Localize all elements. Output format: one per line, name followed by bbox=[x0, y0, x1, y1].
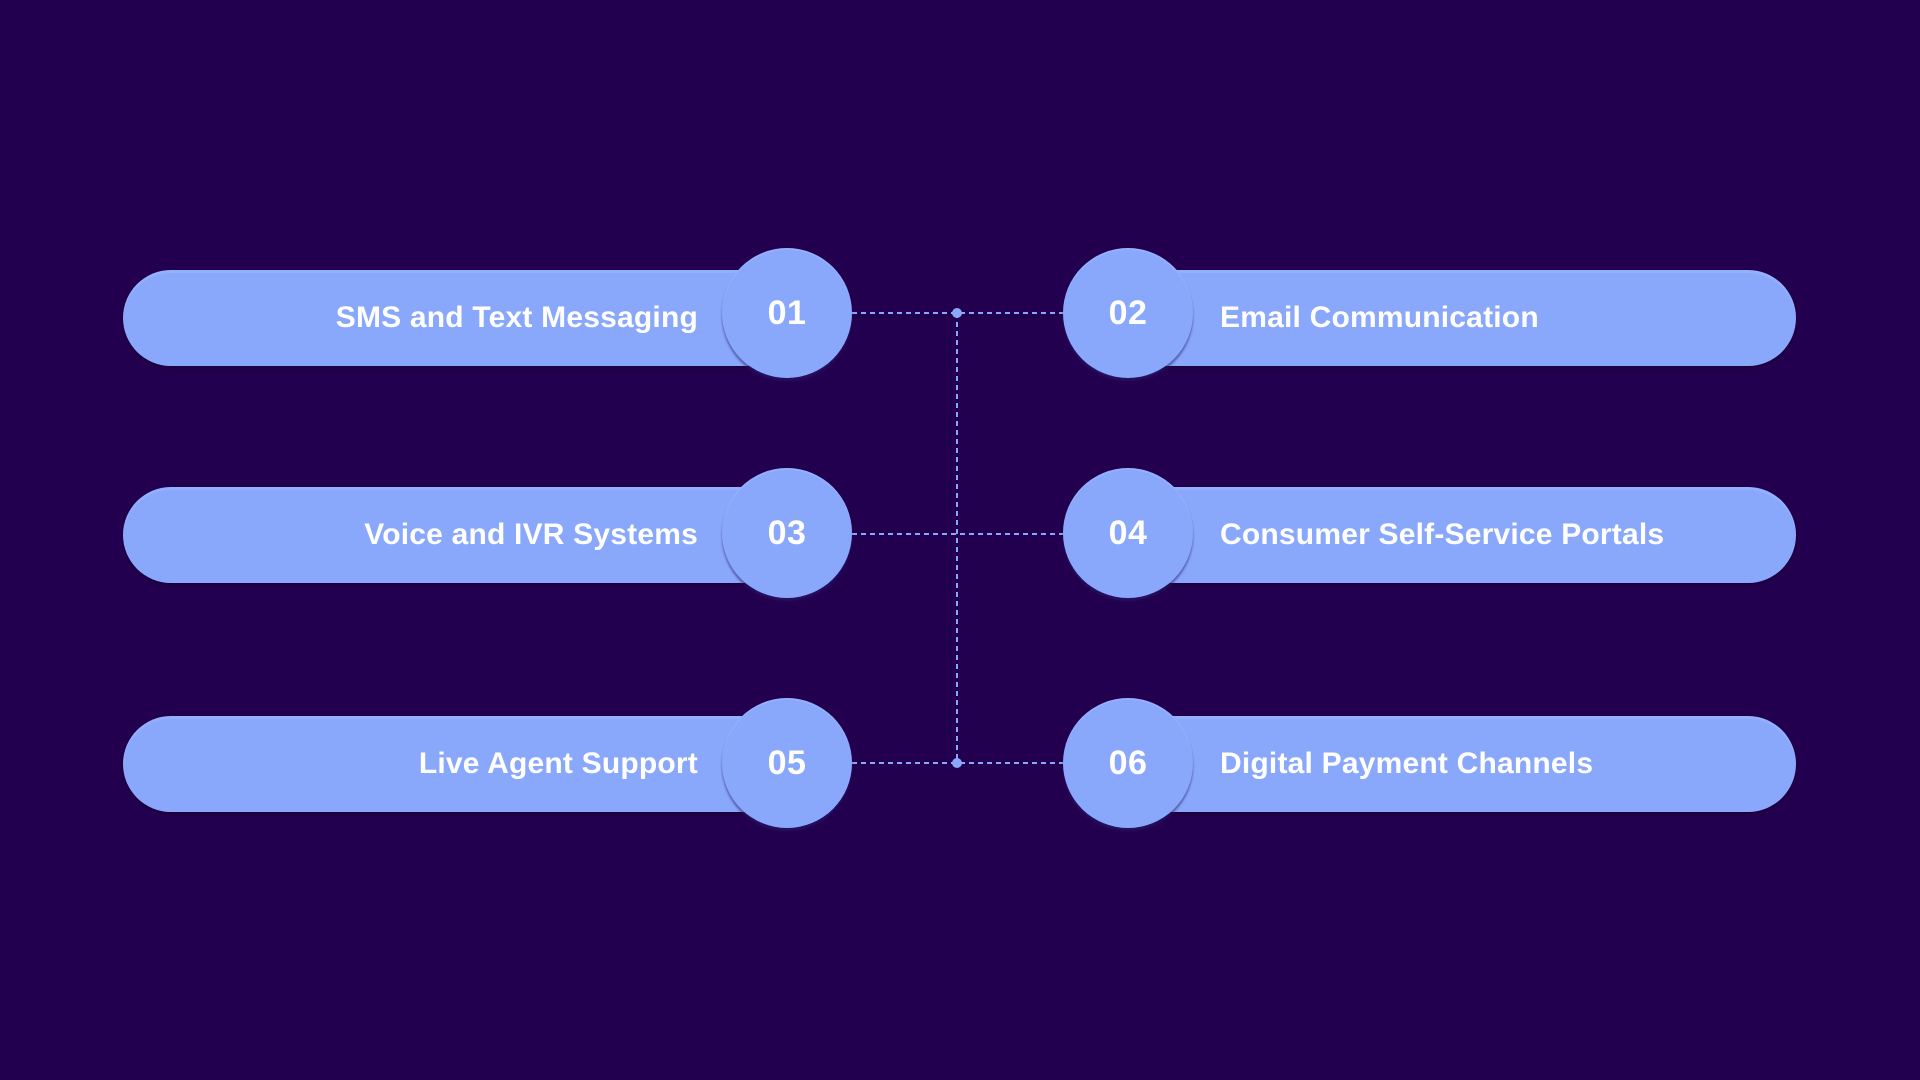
item-number-badge: 03 bbox=[722, 468, 852, 598]
item-label: Live Agent Support bbox=[418, 747, 698, 780]
item-number-badge: 05 bbox=[722, 698, 852, 828]
item-pill: Live Agent Support bbox=[123, 716, 803, 812]
item-label: Voice and IVR Systems bbox=[364, 518, 698, 551]
connector-node-top bbox=[952, 308, 962, 318]
item-number-badge: 02 bbox=[1063, 248, 1193, 378]
item-label: SMS and Text Messaging bbox=[335, 301, 698, 334]
connector-node-bottom bbox=[952, 758, 962, 768]
item-pill: Digital Payment Channels bbox=[1117, 716, 1796, 812]
item-label: Email Communication bbox=[1220, 301, 1539, 334]
item-label: Consumer Self-Service Portals bbox=[1220, 518, 1665, 551]
item-pill: Voice and IVR Systems bbox=[123, 487, 803, 583]
item-number-badge: 06 bbox=[1063, 698, 1193, 828]
item-label: Digital Payment Channels bbox=[1220, 747, 1594, 780]
item-number-badge: 04 bbox=[1063, 468, 1193, 598]
item-pill: Consumer Self-Service Portals bbox=[1117, 487, 1796, 583]
item-pill: Email Communication bbox=[1117, 270, 1796, 366]
item-pill: SMS and Text Messaging bbox=[123, 270, 803, 366]
item-number-badge: 01 bbox=[722, 248, 852, 378]
